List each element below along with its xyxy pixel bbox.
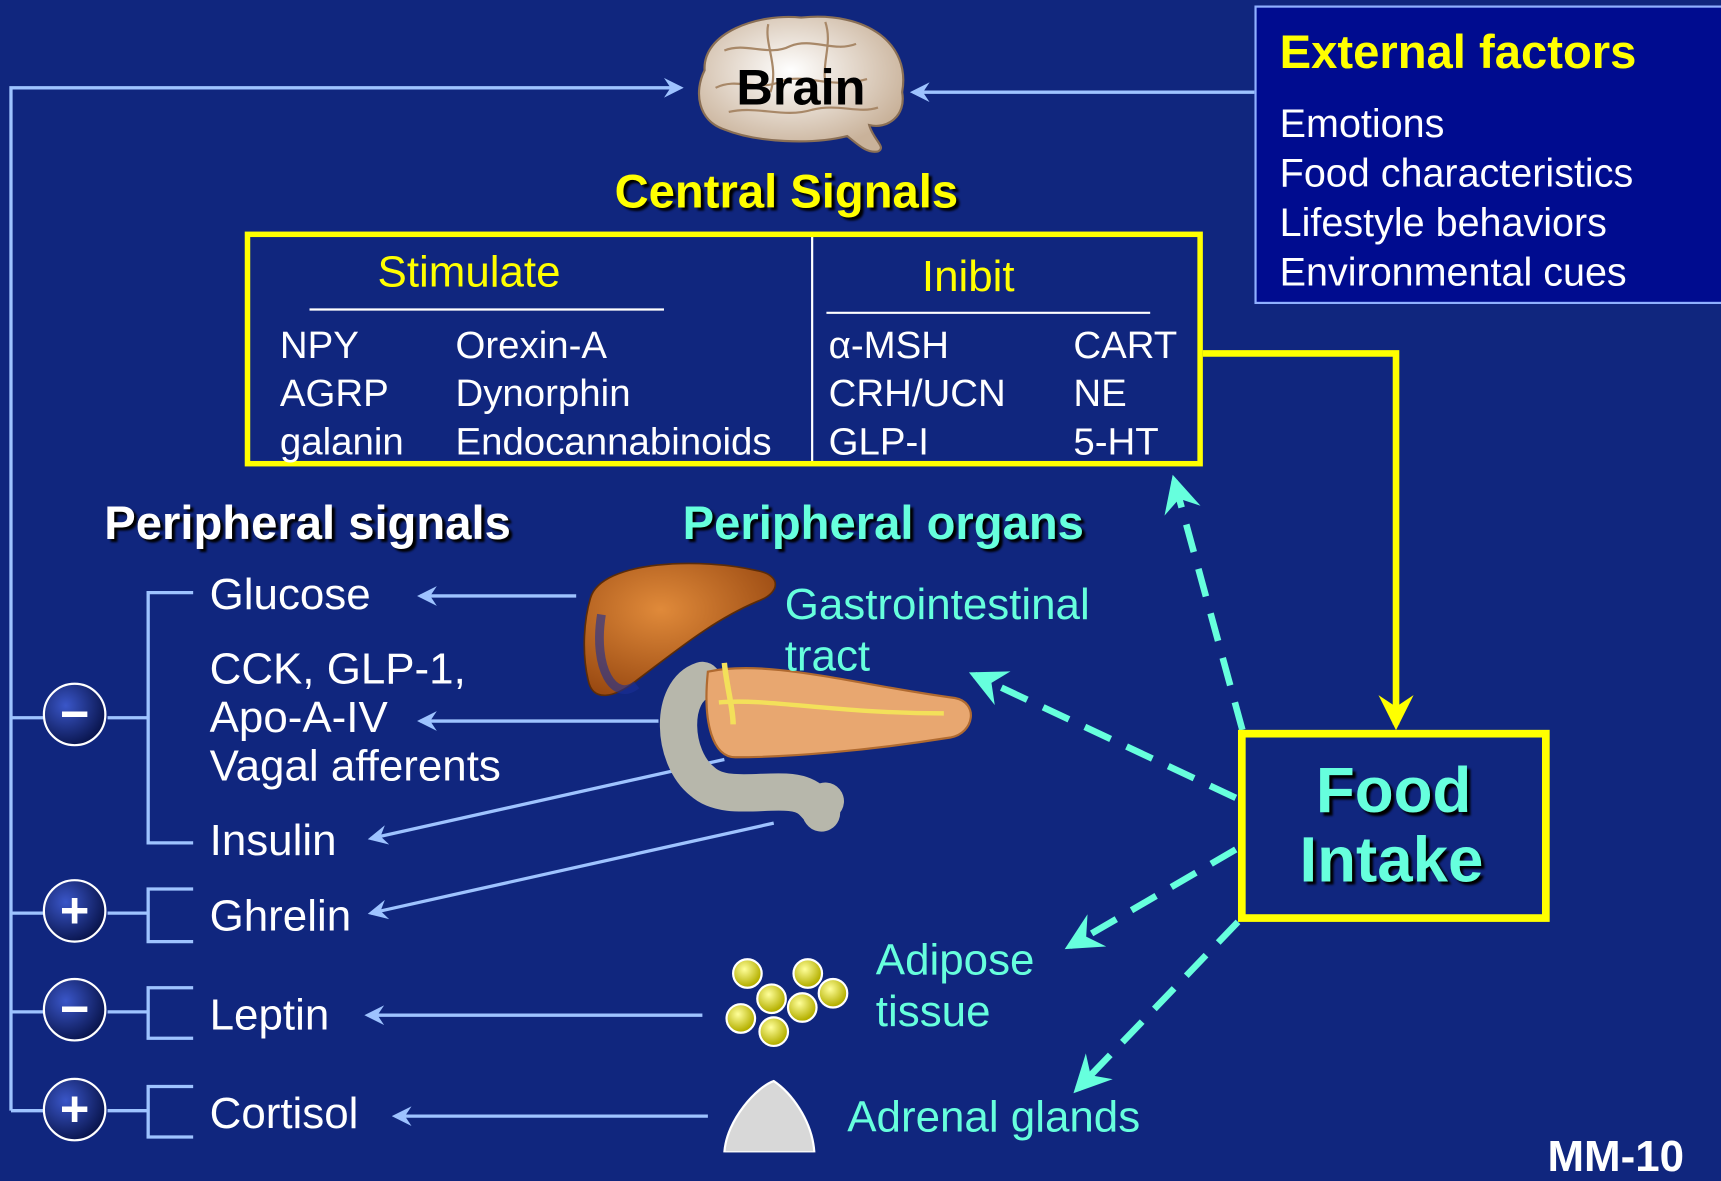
inhibit-item: α-MSH: [829, 326, 949, 364]
external-factor-item: Emotions: [1280, 104, 1445, 144]
gi-signal-label: Vagal afferents: [210, 744, 501, 788]
external-factors-title: External factors: [1280, 30, 1637, 77]
gi-tract-label: tract: [785, 634, 870, 678]
peripheral-organs-title: Peripheral organs: [683, 500, 1084, 547]
adipose-label: Adipose: [876, 938, 1035, 982]
inhibit-item: CRH/UCN: [829, 374, 1006, 412]
bracket-cortisol: [108, 1087, 194, 1137]
stimulate-header: Stimulate: [378, 250, 561, 294]
external-factor-item: Environmental cues: [1280, 252, 1627, 292]
arrow-ghrelin: [371, 823, 774, 913]
gi-signal-label: CCK, GLP-1,: [210, 648, 466, 692]
cortisol-label: Cortisol: [210, 1092, 359, 1136]
adrenal-image: [724, 1081, 814, 1152]
stimulate-item: Orexin-A: [455, 326, 607, 364]
adrenal-label: Adrenal glands: [847, 1095, 1140, 1139]
external-factor-item: Lifestyle behaviors: [1280, 203, 1607, 243]
insulin-label: Insulin: [210, 819, 337, 863]
brain-label: Brain: [736, 61, 865, 111]
adipose-label: tissue: [876, 990, 991, 1034]
external-factor-item: Food characteristics: [1280, 154, 1634, 194]
food-intake-label: Intake: [1299, 829, 1483, 893]
plus-sign-icon: +: [43, 879, 107, 943]
minus-sign-icon: −: [43, 978, 107, 1042]
stimulate-item: AGRP: [280, 374, 389, 412]
gi-signal-label: Apo-A-IV: [210, 696, 388, 740]
inhibit-item: CART: [1073, 326, 1177, 364]
slide-id: MM-10: [1547, 1135, 1684, 1179]
central-to-food-arrow: [1203, 353, 1396, 724]
ghrelin-label: Ghrelin: [210, 894, 352, 938]
central-signals-title: Central Signals: [615, 169, 959, 216]
bracket-leptin: [108, 988, 194, 1038]
stimulate-item: galanin: [280, 423, 404, 461]
pancreas-image: [679, 663, 971, 813]
glucose-label: Glucose: [210, 573, 371, 617]
adipose-image: [727, 959, 848, 1046]
dashed-arrow-to-gi: [975, 675, 1236, 798]
inhibit-header: Inibit: [922, 255, 1015, 299]
diagram-canvas: Brain Central Signals Stimulate Inibit N…: [0, 0, 1721, 1152]
food-intake-label: Food: [1316, 759, 1472, 823]
leptin-label: Leptin: [210, 993, 330, 1037]
plus-sign-icon: +: [43, 1078, 107, 1142]
dashed-arrow-to-central: [1174, 481, 1242, 730]
minus-sign-icon: −: [43, 683, 107, 747]
stimulate-item: NPY: [280, 326, 359, 364]
inhibit-item: NE: [1073, 374, 1126, 412]
gi-tract-label: Gastrointestinal: [785, 583, 1090, 627]
stimulate-item: Endocannabinoids: [455, 423, 771, 461]
inhibit-item: 5-HT: [1073, 423, 1158, 461]
bracket-ghrelin: [108, 889, 194, 942]
stimulate-item: Dynorphin: [455, 374, 630, 412]
bracket-gi: [108, 593, 194, 843]
peripheral-signals-title: Peripheral signals: [104, 500, 511, 547]
dashed-arrow-to-adrenal: [1078, 922, 1238, 1089]
dashed-arrow-to-adipose: [1070, 849, 1236, 946]
inhibit-item: GLP-I: [829, 423, 929, 461]
